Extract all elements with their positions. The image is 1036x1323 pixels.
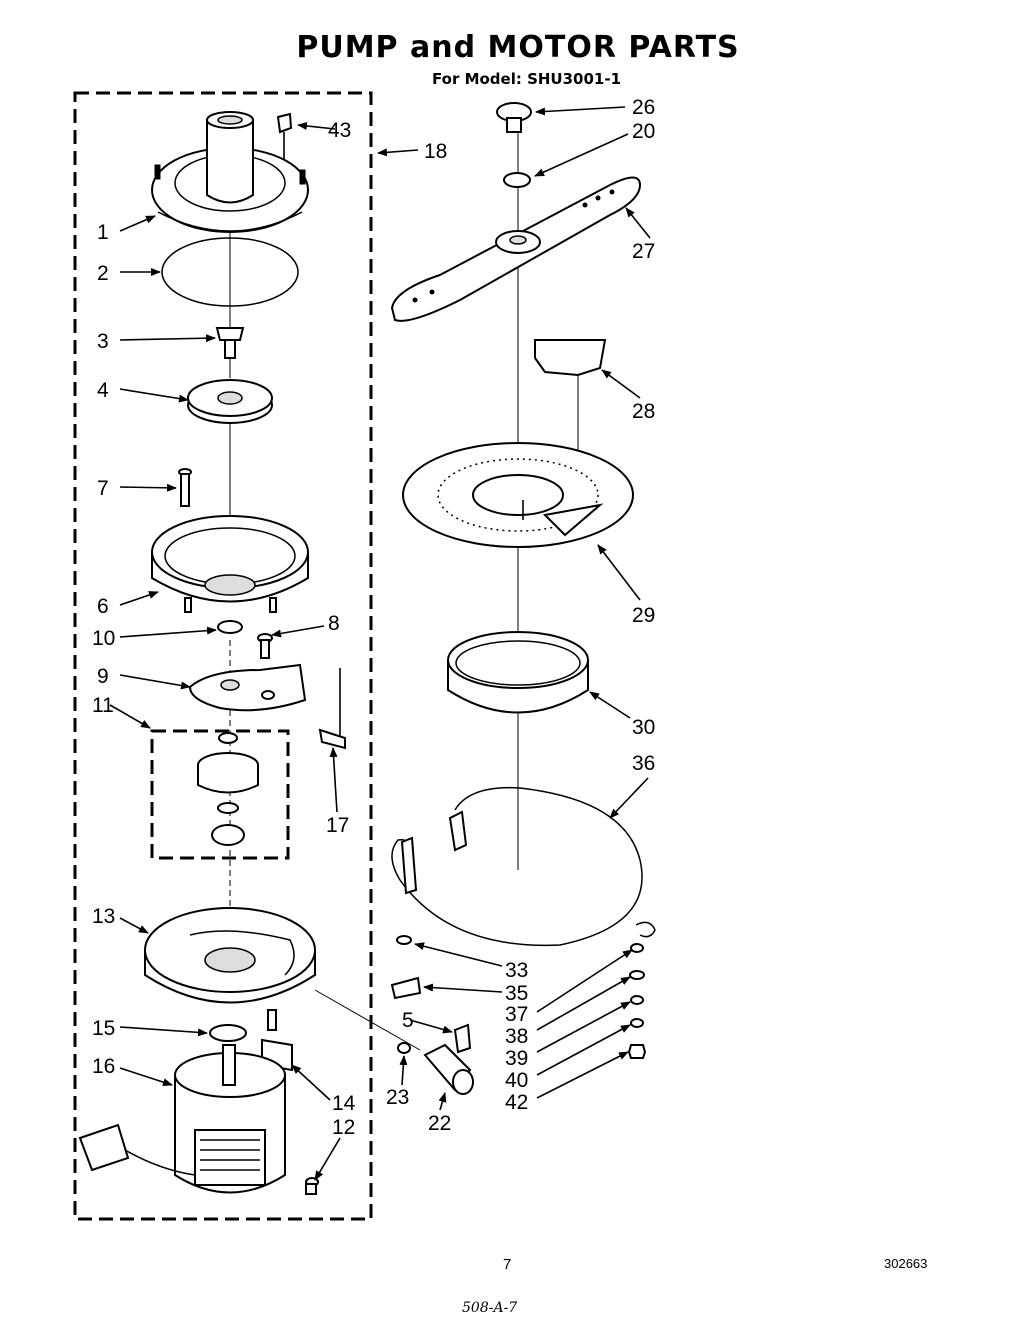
callout-37: 37 <box>505 1003 528 1026</box>
page-title: PUMP and MOTOR PARTS <box>296 30 740 65</box>
callout-8: 8 <box>328 612 340 635</box>
part-4-disc <box>187 379 273 424</box>
part-17-rod <box>318 668 346 750</box>
part-37-washer <box>630 943 644 953</box>
part-38-washer <box>629 970 645 980</box>
part-9-plate <box>188 663 307 712</box>
callout-7: 7 <box>97 477 109 500</box>
part-2-gasket-ring <box>161 237 299 307</box>
part-3-screw <box>215 327 245 359</box>
callout-33: 33 <box>505 959 528 982</box>
part-20-washer <box>503 172 531 188</box>
model-line: For Model: SHU3001-1 <box>432 70 622 88</box>
callout-14: 14 <box>332 1092 356 1115</box>
callout-39: 39 <box>505 1047 528 1070</box>
callout-3: 3 <box>97 330 109 353</box>
callout-2: 2 <box>97 262 109 285</box>
part-26-cap <box>496 102 532 133</box>
document-number: 302663 <box>884 1256 928 1271</box>
callout-18: 18 <box>424 140 447 163</box>
part-30-ring-seal <box>447 631 589 714</box>
callout-20: 20 <box>632 120 655 143</box>
part-36-heater-element <box>391 786 656 947</box>
part-5-clip <box>453 1023 472 1054</box>
part-39-washer <box>630 995 644 1005</box>
impeller-subassembly-box <box>150 729 290 860</box>
callout-35: 35 <box>505 982 528 1005</box>
callout-36: 36 <box>632 752 655 775</box>
callout-40: 40 <box>505 1069 528 1092</box>
callout-15: 15 <box>92 1017 115 1040</box>
part-22-fitting <box>314 989 474 1095</box>
part-10-washer <box>217 620 243 634</box>
part-28-guide <box>534 339 607 377</box>
callout-17: 17 <box>326 814 349 837</box>
callout-27: 27 <box>632 240 655 263</box>
callout-28: 28 <box>632 400 655 423</box>
part-12-screw <box>305 1177 319 1195</box>
part-29-filter-screen <box>402 442 634 548</box>
page-number: 7 <box>503 1256 512 1273</box>
part-35-bracket <box>390 976 422 1000</box>
callout-13: 13 <box>92 905 115 928</box>
callout-11: 11 <box>92 694 114 717</box>
callout-26: 26 <box>632 96 655 119</box>
part-33-washer <box>396 935 412 945</box>
callout-10: 10 <box>92 627 115 650</box>
part-23-o-ring <box>397 1042 411 1054</box>
part-11-impeller <box>197 732 259 846</box>
part-27-spray-arm <box>390 176 642 322</box>
callout-23: 23 <box>386 1086 409 1109</box>
callout-4: 4 <box>97 379 109 402</box>
part-43-clip <box>276 112 293 160</box>
part-15-washer <box>209 1024 247 1042</box>
callout-16: 16 <box>92 1055 115 1078</box>
callout-29: 29 <box>632 604 655 627</box>
callout-9: 9 <box>97 665 109 688</box>
part-6-pump-housing <box>151 515 309 613</box>
callout-6: 6 <box>97 595 109 618</box>
callout-12: 12 <box>332 1116 355 1139</box>
pump-assembly-group-box <box>73 91 373 1221</box>
part-7-screw <box>178 468 192 507</box>
callout-42: 42 <box>505 1091 528 1114</box>
part-16-motor <box>78 1044 286 1194</box>
part-40-washer <box>630 1018 644 1028</box>
callout-5: 5 <box>402 1009 414 1032</box>
callout-22: 22 <box>428 1112 451 1135</box>
part-13-motor-mount <box>144 907 316 1004</box>
part-1-pump-cover <box>151 111 309 233</box>
callout-38: 38 <box>505 1025 528 1048</box>
callout-43: 43 <box>328 119 351 142</box>
callout-30: 30 <box>632 716 655 739</box>
handwritten-note: 508-A-7 <box>462 1300 518 1316</box>
callout-1: 1 <box>97 221 109 244</box>
part-8-screw <box>257 633 273 659</box>
part-42-nut <box>627 1044 647 1059</box>
